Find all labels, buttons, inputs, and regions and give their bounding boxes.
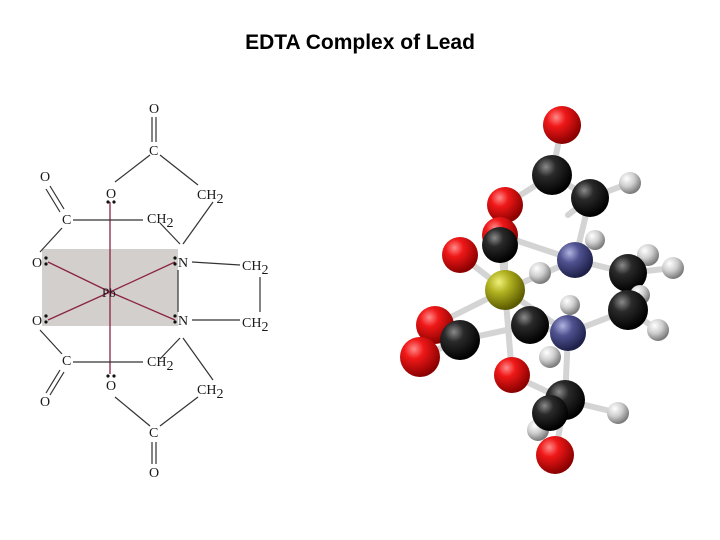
hydrogen-atom: [585, 230, 605, 250]
atoms: [400, 106, 684, 474]
atom-ch2: CH2: [147, 212, 173, 231]
atom-o: O: [32, 256, 42, 271]
atom-c: C: [149, 144, 158, 159]
coordination-bonds: [47, 202, 176, 374]
atom-ch2: CH2: [242, 316, 268, 335]
metal-pb: Pb: [102, 285, 116, 300]
atom-c: C: [149, 426, 158, 441]
hydrogen-atom: [619, 172, 641, 194]
atom-o: O: [106, 187, 116, 202]
carbon-atom: [440, 320, 480, 360]
hydrogen-atom: [607, 402, 629, 424]
oxygen-atom: [494, 357, 530, 393]
atom-ch2: CH2: [197, 383, 223, 402]
carbon-atom: [511, 306, 549, 344]
nitrogen-atom: [557, 242, 593, 278]
oxygen-atom: [543, 106, 581, 144]
ball-and-stick-model: [400, 106, 684, 474]
structural-formula: O C O O C CH2 CH2 O N CH2 Pb O N CH2 C C…: [32, 102, 268, 481]
carbon-atom: [571, 179, 609, 217]
atom-c: C: [62, 354, 71, 369]
atom-n: N: [178, 314, 188, 329]
atom-ch2: CH2: [242, 259, 268, 278]
lone-pairs: [44, 200, 177, 378]
atom-o: O: [149, 466, 159, 481]
atom-n: N: [178, 256, 188, 271]
hydrogen-atom: [560, 295, 580, 315]
atom-ch2: CH2: [147, 355, 173, 374]
carbon-atom: [482, 227, 518, 263]
carbon-atom: [608, 290, 648, 330]
hydrogen-atom: [539, 346, 561, 368]
oxygen-atom: [400, 337, 440, 377]
oxygen-atom: [442, 237, 478, 273]
hydrogen-atom: [662, 257, 684, 279]
oxygen-atom: [536, 436, 574, 474]
page-title: EDTA Complex of Lead: [245, 31, 475, 54]
hydrogen-atom: [637, 244, 659, 266]
hydrogen-atom: [647, 319, 669, 341]
carbon-atom: [609, 254, 647, 292]
atom-o: O: [149, 102, 159, 117]
atom-o: O: [106, 379, 116, 394]
hydrogen-atom: [529, 262, 551, 284]
atom-ch2: CH2: [197, 188, 223, 207]
carbon-atom: [532, 395, 568, 431]
lead-atom: [485, 270, 525, 310]
atom-o: O: [40, 395, 50, 410]
skeleton-bonds: [39, 117, 261, 464]
oxygen-atom: [487, 187, 523, 223]
carbon-atom: [532, 155, 572, 195]
atom-c: C: [62, 213, 71, 228]
atom-o: O: [40, 170, 50, 185]
nitrogen-atom: [550, 315, 586, 351]
atom-o: O: [32, 314, 42, 329]
